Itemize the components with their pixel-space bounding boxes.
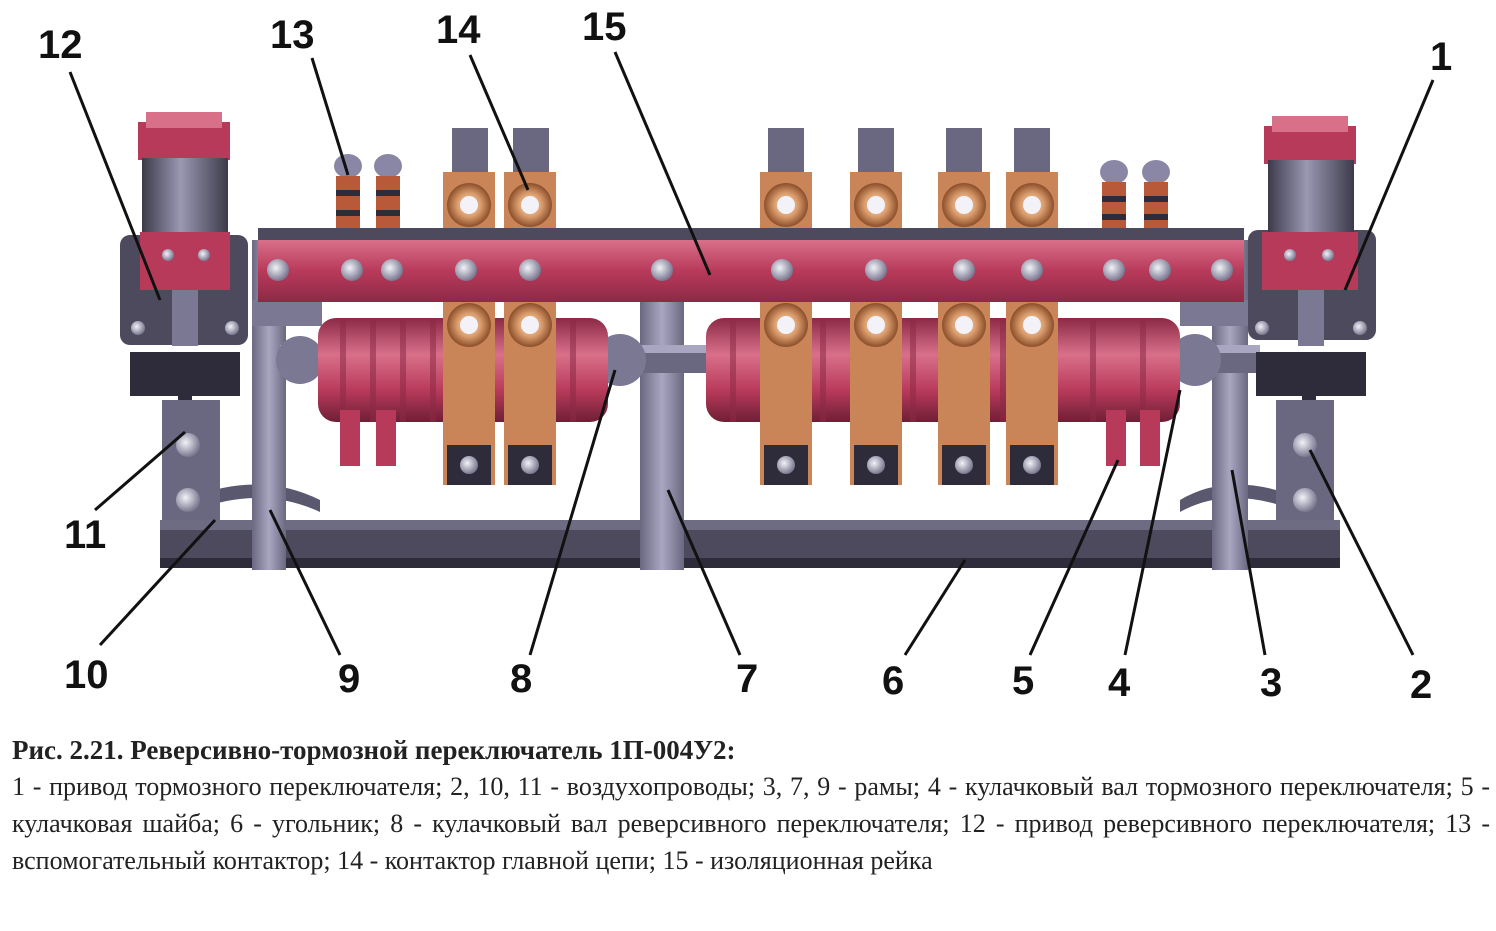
callout-7: 7 [736, 657, 758, 701]
callout-4: 4 [1108, 661, 1131, 705]
callout-14: 14 [436, 8, 481, 52]
callout-labels: 12 13 14 15 1 11 10 9 8 7 6 5 4 3 2 [38, 5, 1452, 707]
callout-3: 3 [1260, 661, 1282, 705]
callout-9: 9 [338, 657, 360, 701]
callout-15: 15 [582, 5, 627, 49]
switch-illustration: 12 13 14 15 1 11 10 9 8 7 6 5 4 3 2 [38, 5, 1452, 707]
callout-12: 12 [38, 23, 83, 67]
reverse-switch-drive [120, 112, 248, 396]
caption-title: Рис. 2.21. Реверсивно-тормозной переключ… [12, 735, 736, 765]
callout-10: 10 [64, 653, 109, 697]
caption-body: 1 - привод тормозного переключателя; 2, … [12, 772, 1490, 875]
main-contactors-upper [443, 128, 1058, 238]
callout-6: 6 [882, 659, 904, 703]
figure-caption: Рис. 2.21. Реверсивно-тормозной переключ… [12, 732, 1490, 879]
left-lower-bracket [162, 400, 220, 520]
callout-8: 8 [510, 657, 532, 701]
callout-2: 2 [1410, 663, 1432, 707]
callout-11: 11 [64, 513, 106, 557]
leader-lines [68, 51, 1435, 656]
brake-switch-drive [1248, 116, 1376, 396]
right-lower-bracket [1276, 400, 1334, 520]
main-contactors-lower [443, 300, 1058, 485]
callout-13: 13 [270, 13, 315, 57]
base-channel [160, 520, 1340, 568]
callout-1: 1 [1430, 35, 1452, 79]
insulating-rail [258, 228, 1244, 302]
callout-5: 5 [1012, 659, 1034, 703]
